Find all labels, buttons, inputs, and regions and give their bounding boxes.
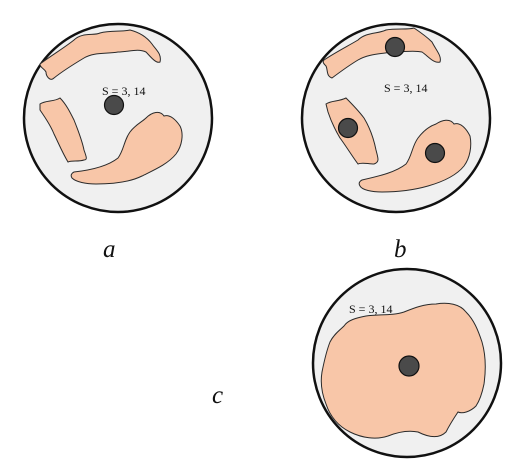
core-dot-a [103, 94, 125, 116]
fragment-b-right [358, 119, 472, 193]
panel-letter-a: a [103, 236, 116, 263]
s-label-c: S = 3, 14 [349, 302, 392, 316]
s-label-b: S = 3, 14 [384, 81, 427, 95]
fragment-a-left [39, 97, 87, 163]
core-dot-b-top [384, 36, 406, 58]
panel-a: S = 3, 14 [22, 22, 214, 214]
dish-a [22, 22, 214, 214]
core-dot-b-left [337, 117, 359, 139]
panel-b: S = 3, 14 [300, 22, 492, 214]
fragment-a-right [70, 111, 183, 185]
fragment-b-top [322, 27, 441, 79]
panel-letter-b: b [394, 236, 407, 263]
s-label-a: S = 3, 14 [102, 84, 145, 98]
fragment-a-top [39, 29, 161, 80]
core-dot-c [398, 355, 420, 377]
panel-letter-c: c [212, 382, 223, 409]
core-dot-b-right [424, 142, 446, 164]
panel-c: S = 3, 14 [311, 267, 503, 459]
